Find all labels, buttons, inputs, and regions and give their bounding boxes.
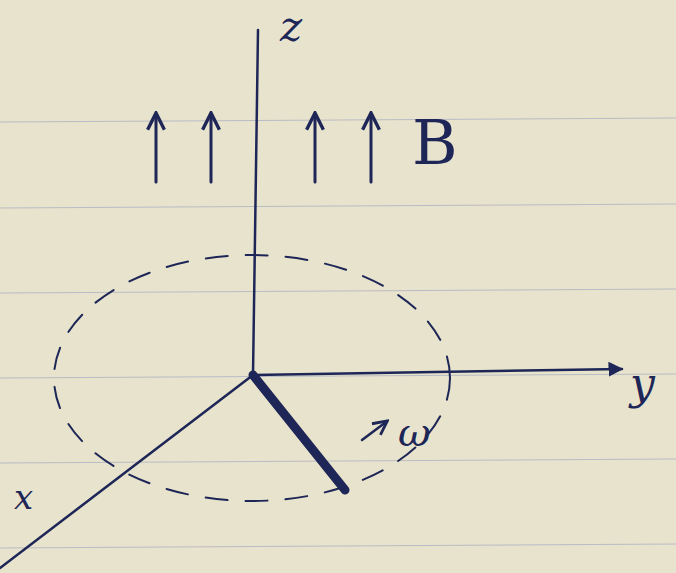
dashed-circle — [54, 255, 450, 501]
x-axis-label: x — [14, 480, 33, 514]
angular-velocity-label: ω — [398, 412, 431, 452]
field-arrow — [370, 115, 373, 182]
rotating-rod — [253, 375, 345, 490]
z-axis — [253, 30, 258, 375]
z-axis-label: z — [280, 6, 302, 48]
ruled-lines — [0, 118, 676, 548]
field-arrow — [210, 115, 213, 182]
y-axis-label: y — [630, 362, 655, 406]
y-axis — [253, 369, 622, 375]
field-arrows — [156, 115, 371, 182]
rule-line — [0, 459, 676, 463]
rule-line — [0, 289, 676, 293]
rule-line — [0, 544, 676, 548]
field-arrow — [314, 115, 317, 182]
field-label: B — [412, 112, 458, 174]
x-axis — [0, 375, 253, 568]
rule-line — [0, 204, 676, 208]
rule-line — [0, 118, 676, 122]
rotation-arrow — [362, 422, 386, 440]
field-arrow — [155, 115, 158, 182]
